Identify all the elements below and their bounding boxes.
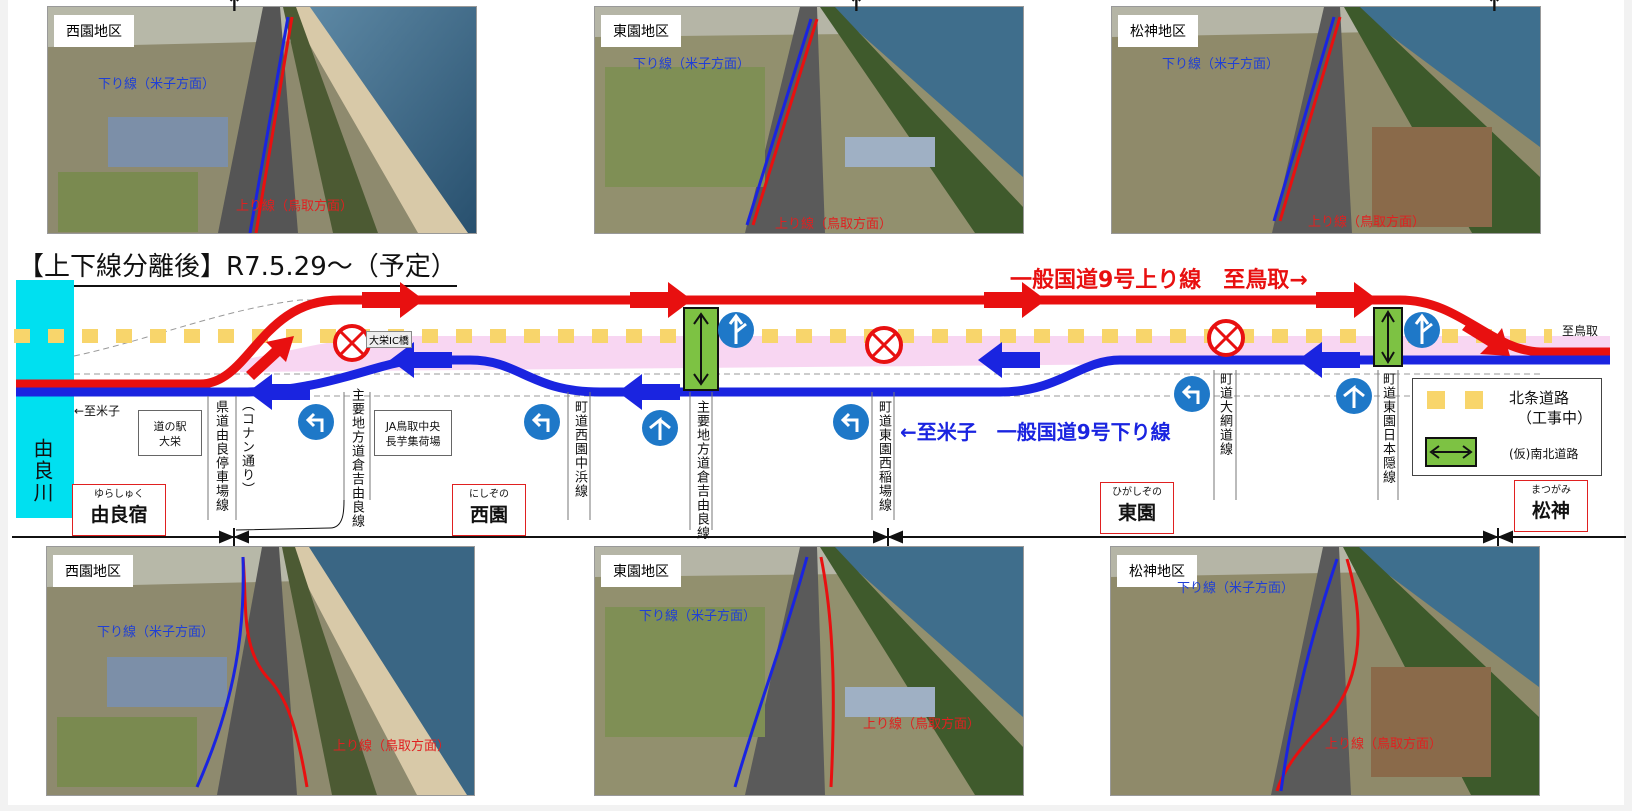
district-nishizono: にしぞの 西園 [452,484,526,536]
route-down-label: ←至米子 一般国道9号下り線 [900,420,1171,444]
up-line-label: 上り線（鳥取方面） [333,739,451,754]
photo-label: 西園地区 [53,555,133,587]
district-ruby: にしぞの [469,489,509,500]
photo-top-nishizono: 西園地区 下り線（米子方面） 上り線（鳥取方面） [47,6,477,234]
road-higashizono-inaba: 町道東園西稲場線 [876,400,891,512]
legend-nanboku-label: (仮)南北道路 [1509,447,1579,461]
side-roads [207,370,1399,530]
district-ruby: ゆらしゅく [94,489,144,500]
ic-label: 大栄IC橋 [366,331,412,348]
photo-label: 西園地区 [54,15,134,47]
legend-hojo-swatch [1465,391,1483,409]
ja-box: JA鳥取中央 長芋集荷場 [374,410,452,456]
photo-top-matsugami: 松神地区 下り線（米子方面） 上り線（鳥取方面） [1111,6,1541,234]
road-oami: 町道大網道線 [1217,372,1232,456]
road-nishizono-hama: 町道西園中浜線 [572,400,587,498]
axis-ticks [219,528,1513,546]
district-ruby: まつがみ [1531,485,1571,496]
road-kurayoshi-yura-2: 主要地方道倉吉由良線 [694,400,709,540]
district-higashizono: ひがしぞの 東園 [1100,482,1174,534]
guide-line [73,299,1400,357]
up-line-label: 上り線（鳥取方面） [863,717,981,732]
photo-bottom-higashizono: 東園地区 下り線（米子方面） 上り線（鳥取方面） [594,546,1024,796]
district-matsugami: まつがみ 松神 [1514,480,1588,532]
north-arrow-icon: ↑ [848,0,865,16]
north-arrow-icon: ↑ [226,0,243,16]
north-arrow-icon: ↑ [1486,0,1503,16]
district-name: 西園 [469,504,508,526]
legend-hojo-note: （工事中） [1517,409,1593,427]
up-line-label: 上り線（鳥取方面） [1325,737,1443,752]
photo-label: 松神地区 [1117,555,1197,587]
down-line-label: 下り線（米子方面） [639,609,757,624]
district-name: 東園 [1117,502,1156,524]
to-tottori-label: 至鳥取 [1562,324,1599,338]
to-yonago-label: ←至米子 [74,404,121,418]
river [16,280,74,518]
michinoeki-box: 道の駅 大栄 [138,410,202,456]
legend: 北条道路 （工事中） (仮)南北道路 [1412,378,1602,476]
district-ruby: ひがしぞの [1112,487,1162,498]
road-kurayoshi-yura-1: 主要地方道倉吉由良線 [349,388,364,528]
legend-hojo-swatch [1427,391,1445,409]
legend-hojo-label: 北条道路 [1509,389,1570,407]
down-arrows [248,342,1360,410]
district-name: 由良宿 [90,504,148,526]
road-yura-station: 県道由良停車場線 [213,400,228,512]
aerial-image [47,547,474,795]
section-axis [12,536,1626,538]
down-line-label: 下り線（米子方面） [1177,581,1295,596]
aerial-image [595,7,1023,233]
photo-label: 松神地区 [1118,15,1198,47]
road-higashizono-nihon: 町道東園日本隠線 [1380,372,1395,484]
down-line-label: 下り線（米子方面） [98,77,216,92]
down-line [16,355,1610,397]
photo-top-higashizono: 東園地区 下り線（米子方面） 上り線（鳥取方面） [594,6,1024,234]
down-line-label: 下り線（米子方面） [1162,57,1280,72]
road-conan: （コナン通り） [239,398,254,496]
district-name: 松神 [1531,500,1570,522]
river-label: 由良川 [30,438,54,504]
up-arrows [246,282,1510,380]
down-line-label: 下り線（米子方面） [97,625,215,640]
legend-nanboku-swatch [1425,437,1477,467]
up-line-label: 上り線（鳥取方面） [1308,215,1426,230]
photo-bottom-nishizono: 西園地区 下り線（米子方面） 上り線（鳥取方面） [46,546,475,796]
district-yurashuku: ゆらしゅく 由良宿 [72,484,166,536]
up-line-label: 上り線（鳥取方面） [236,199,354,214]
route-up-label: 一般国道9号上り線 至鳥取→ [1010,268,1308,293]
heading: 【上下線分離後】R7.5.29～（予定） [18,246,457,287]
photo-bottom-matsugami: 松神地区 下り線（米子方面） 上り線（鳥取方面） [1110,546,1540,796]
photo-label: 東園地区 [601,555,681,587]
up-line-label: 上り線（鳥取方面） [775,217,893,232]
down-line-label: 下り線（米子方面） [633,57,751,72]
aerial-image [1111,547,1539,795]
aerial-image [595,547,1023,795]
photo-label: 東園地区 [601,15,681,47]
